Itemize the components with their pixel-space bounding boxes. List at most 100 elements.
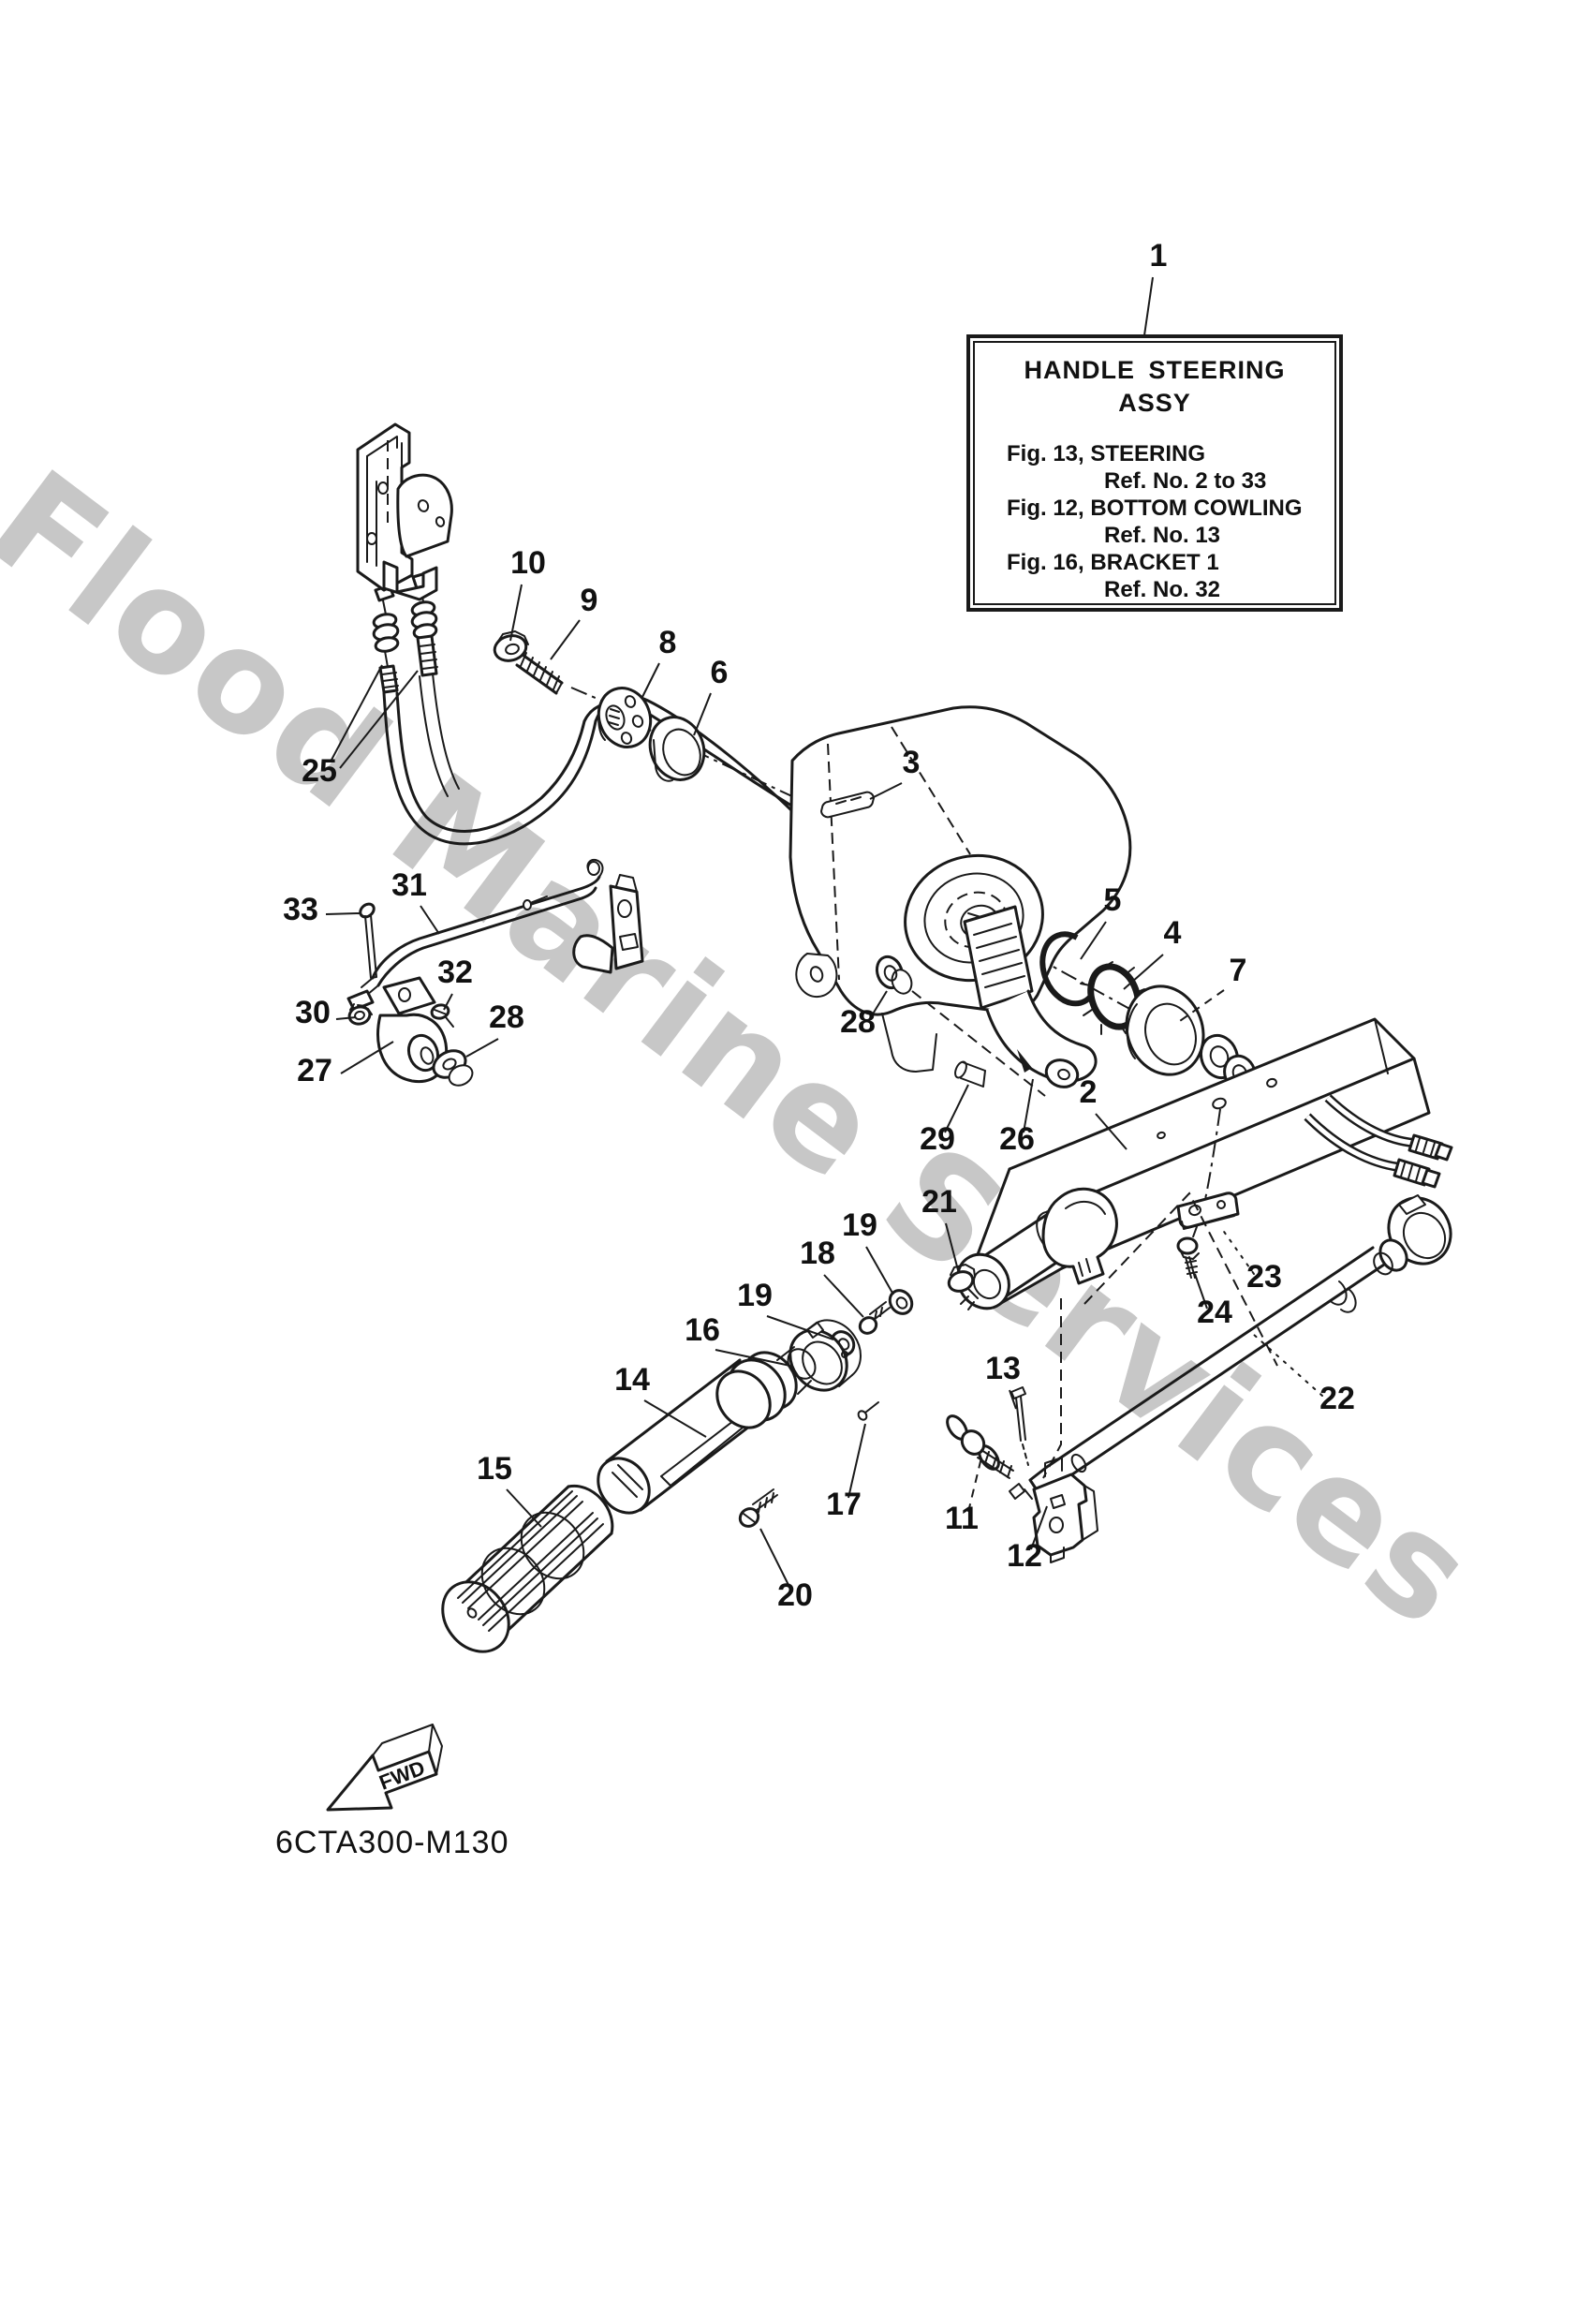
callout-leader-12 [1030, 1505, 1048, 1550]
callout-label-11: 11 [945, 1501, 979, 1536]
callout-label-5: 5 [1104, 882, 1122, 918]
callout-1: 1 [1143, 238, 1167, 336]
callout-leader-10 [509, 584, 523, 642]
callout-label-6: 6 [711, 655, 729, 690]
part-27-lever-bracket [376, 976, 449, 1084]
callout-leader-26 [1023, 1078, 1034, 1133]
callout-4: 4 [1123, 915, 1182, 990]
part-10-nut [493, 630, 529, 662]
callout-label-21: 21 [921, 1184, 957, 1220]
callout-leader-9 [550, 619, 581, 660]
info-box: HANDLE STEERING ASSY Fig. 13, STEERING R… [966, 334, 1343, 612]
callout-28: 28 [465, 999, 524, 1058]
callout-label-8: 8 [659, 625, 677, 660]
part-7-grommet [1125, 984, 1205, 1076]
callout-19: 19 [842, 1207, 894, 1295]
callout-label-12: 12 [1007, 1538, 1042, 1574]
part-24-bolt [1176, 1236, 1200, 1279]
callout-leader-28 [868, 990, 888, 1021]
callout-12: 12 [1007, 1505, 1048, 1574]
part-15-grip [441, 1484, 614, 1653]
callout-9: 9 [550, 583, 597, 660]
callout-leader-11 [967, 1457, 982, 1513]
part-26-shift-lever [963, 905, 1098, 1088]
callout-label-24: 24 [1197, 1295, 1232, 1330]
callout-leader-24 [1194, 1273, 1208, 1310]
part-13-pin [1010, 1386, 1029, 1466]
callout-label-10: 10 [510, 545, 546, 581]
part-12-cable-bracket [1032, 1457, 1098, 1563]
fwd-arrow: FWD [326, 1724, 443, 1812]
callout-label-2: 2 [1080, 1074, 1098, 1110]
callout-label-28: 28 [489, 999, 524, 1035]
part-17-pin [857, 1401, 879, 1421]
callout-leader-1 [1143, 276, 1154, 336]
callout-28: 28 [840, 990, 888, 1040]
callout-leader-5 [1080, 921, 1107, 960]
part-11-wing-bolt [946, 1414, 1014, 1479]
callout-leader-22 [1252, 1333, 1323, 1397]
part-28-bushing-left [432, 1049, 474, 1087]
drawing-code: 6CTA300-M130 [275, 1825, 509, 1860]
part-30-nut [347, 1003, 373, 1026]
callout-leader-29 [944, 1084, 969, 1133]
callout-label-33: 33 [283, 892, 318, 927]
callout-label-26: 26 [999, 1121, 1035, 1157]
callout-label-16: 16 [685, 1312, 720, 1348]
callouts-layer: 1234567891011121314151617181919202122232… [283, 238, 1355, 1613]
callout-leader-19 [865, 1246, 894, 1295]
callout-7: 7 [1176, 953, 1247, 1024]
callout-leader-13 [1009, 1389, 1017, 1410]
callout-33: 33 [283, 892, 361, 927]
part-29-pin [954, 1060, 986, 1088]
callout-20: 20 [759, 1528, 813, 1613]
callout-leader-6 [693, 692, 712, 736]
part-18-screw [858, 1301, 891, 1335]
callout-label-22: 22 [1319, 1381, 1355, 1416]
callout-8: 8 [641, 625, 677, 698]
callout-leader-7 [1176, 989, 1225, 1024]
callout-leader-32 [443, 993, 453, 1011]
callout-13: 13 [985, 1351, 1021, 1410]
callout-leader-28 [465, 1038, 499, 1058]
callout-label-7: 7 [1230, 953, 1247, 988]
callout-leader-25 [339, 670, 419, 769]
callout-leader-31 [420, 905, 440, 935]
info-box-inner: HANDLE STEERING ASSY Fig. 13, STEERING R… [973, 341, 1336, 605]
part-2-tiller-body [956, 1017, 1453, 1310]
info-box-entry-ref: Ref. No. 13 [1104, 523, 1221, 548]
callout-leader-16 [715, 1349, 791, 1367]
part-9-bolt [515, 652, 564, 695]
info-box-entry-ref: Ref. No. 2 to 33 [1104, 468, 1267, 494]
callout-leader-14 [643, 1399, 707, 1438]
callout-leader-3 [869, 782, 903, 800]
callout-29: 29 [920, 1084, 969, 1157]
info-box-title-line2: ASSY [1118, 389, 1191, 417]
callout-14: 14 [614, 1362, 707, 1438]
callout-label-3: 3 [903, 745, 921, 780]
callout-label-30: 30 [295, 995, 331, 1030]
info-box-entry-fig: Fig. 12, BOTTOM COWLING [1007, 496, 1303, 521]
callout-label-15: 15 [477, 1451, 512, 1487]
part-20-screw [738, 1488, 778, 1528]
callout-2: 2 [1080, 1074, 1127, 1150]
callout-label-4: 4 [1164, 915, 1182, 951]
part-8-mount-disc [597, 687, 653, 748]
callout-leader-17 [847, 1423, 866, 1499]
callout-label-28: 28 [840, 1004, 876, 1040]
callout-label-20: 20 [777, 1577, 813, 1613]
callout-leader-2 [1095, 1113, 1127, 1150]
callout-26: 26 [999, 1078, 1035, 1157]
part-5-oring [1039, 931, 1095, 1007]
callout-leader-30 [335, 1016, 357, 1020]
callout-11: 11 [945, 1457, 982, 1536]
callout-label-19: 19 [842, 1207, 877, 1243]
info-box-entry-fig: Fig. 13, STEERING [1007, 441, 1206, 466]
info-box-entries: Fig. 13, STEERING Ref. No. 2 to 33 Fig. … [975, 440, 1334, 603]
part-6-ring [648, 716, 706, 782]
callout-18: 18 [800, 1236, 864, 1318]
callout-leader-4 [1123, 954, 1164, 990]
callout-31: 31 [391, 867, 440, 935]
